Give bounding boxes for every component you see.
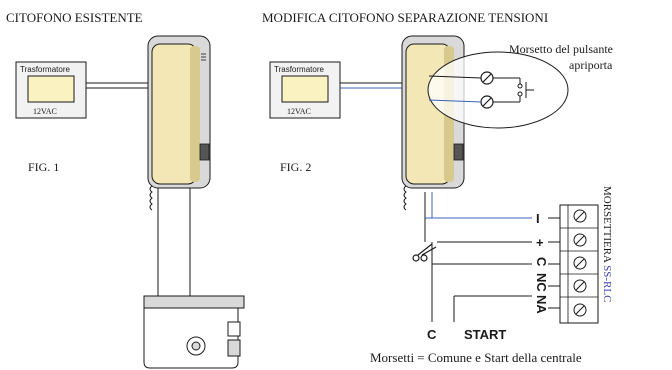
screw-terminal-icon: [573, 279, 587, 293]
push-button-callout: Morsetto del pulsante apriporta: [427, 42, 613, 129]
scissors-icon: [412, 243, 437, 262]
screw-terminal-icon: [480, 95, 494, 109]
fig2-wiring: [424, 192, 532, 322]
screw-terminal-icon: [573, 256, 587, 270]
fig1-intercom-handset: [147, 35, 211, 211]
screw-terminal-icon: [573, 233, 587, 247]
fig2-transformer-voltage: 12VAC: [287, 107, 311, 116]
screw-terminal-icon: [573, 303, 587, 317]
terminal-label-C: C: [534, 257, 549, 267]
terminal-label-NA: NA: [534, 295, 549, 314]
footer-note: Morsetti = Comune e Start della centrale: [370, 350, 582, 365]
callout-title-line1: Morsetto del pulsante: [509, 42, 613, 56]
fig2-transformer-title: Trasformatore: [274, 65, 324, 74]
terminal-label-NC: NC: [534, 273, 549, 292]
terminal-label-I: I: [536, 211, 540, 226]
fig1-title: CITOFONO ESISTENTE: [6, 10, 143, 25]
fig1-transformer: Trasformatore 12VAC: [15, 61, 87, 119]
push-button-icon: [493, 77, 534, 103]
fig1-transformer-voltage: 12VAC: [33, 107, 57, 116]
terminal-block: [559, 204, 599, 324]
bottom-label-start: START: [464, 327, 506, 342]
terminal-label-plus: +: [536, 235, 544, 250]
screw-terminal-icon: [480, 71, 494, 85]
screw-terminal-icon: [573, 209, 587, 223]
bottom-label-c: C: [427, 327, 437, 342]
fig1-label: FIG. 1: [28, 160, 59, 174]
fig2-label: FIG. 2: [280, 160, 311, 174]
callout-title-line2: apriporta: [569, 58, 613, 72]
terminal-block-caption: MORSETTIERA SS-RLC: [601, 186, 613, 302]
fig1-door-lock: [143, 295, 245, 369]
fig2-transformer: Trasformatore 12VAC: [269, 61, 341, 119]
fig2-title: MODIFICA CITOFONO SEPARAZIONE TENSIONI: [262, 10, 548, 25]
fig1-transformer-title: Trasformatore: [20, 65, 70, 74]
